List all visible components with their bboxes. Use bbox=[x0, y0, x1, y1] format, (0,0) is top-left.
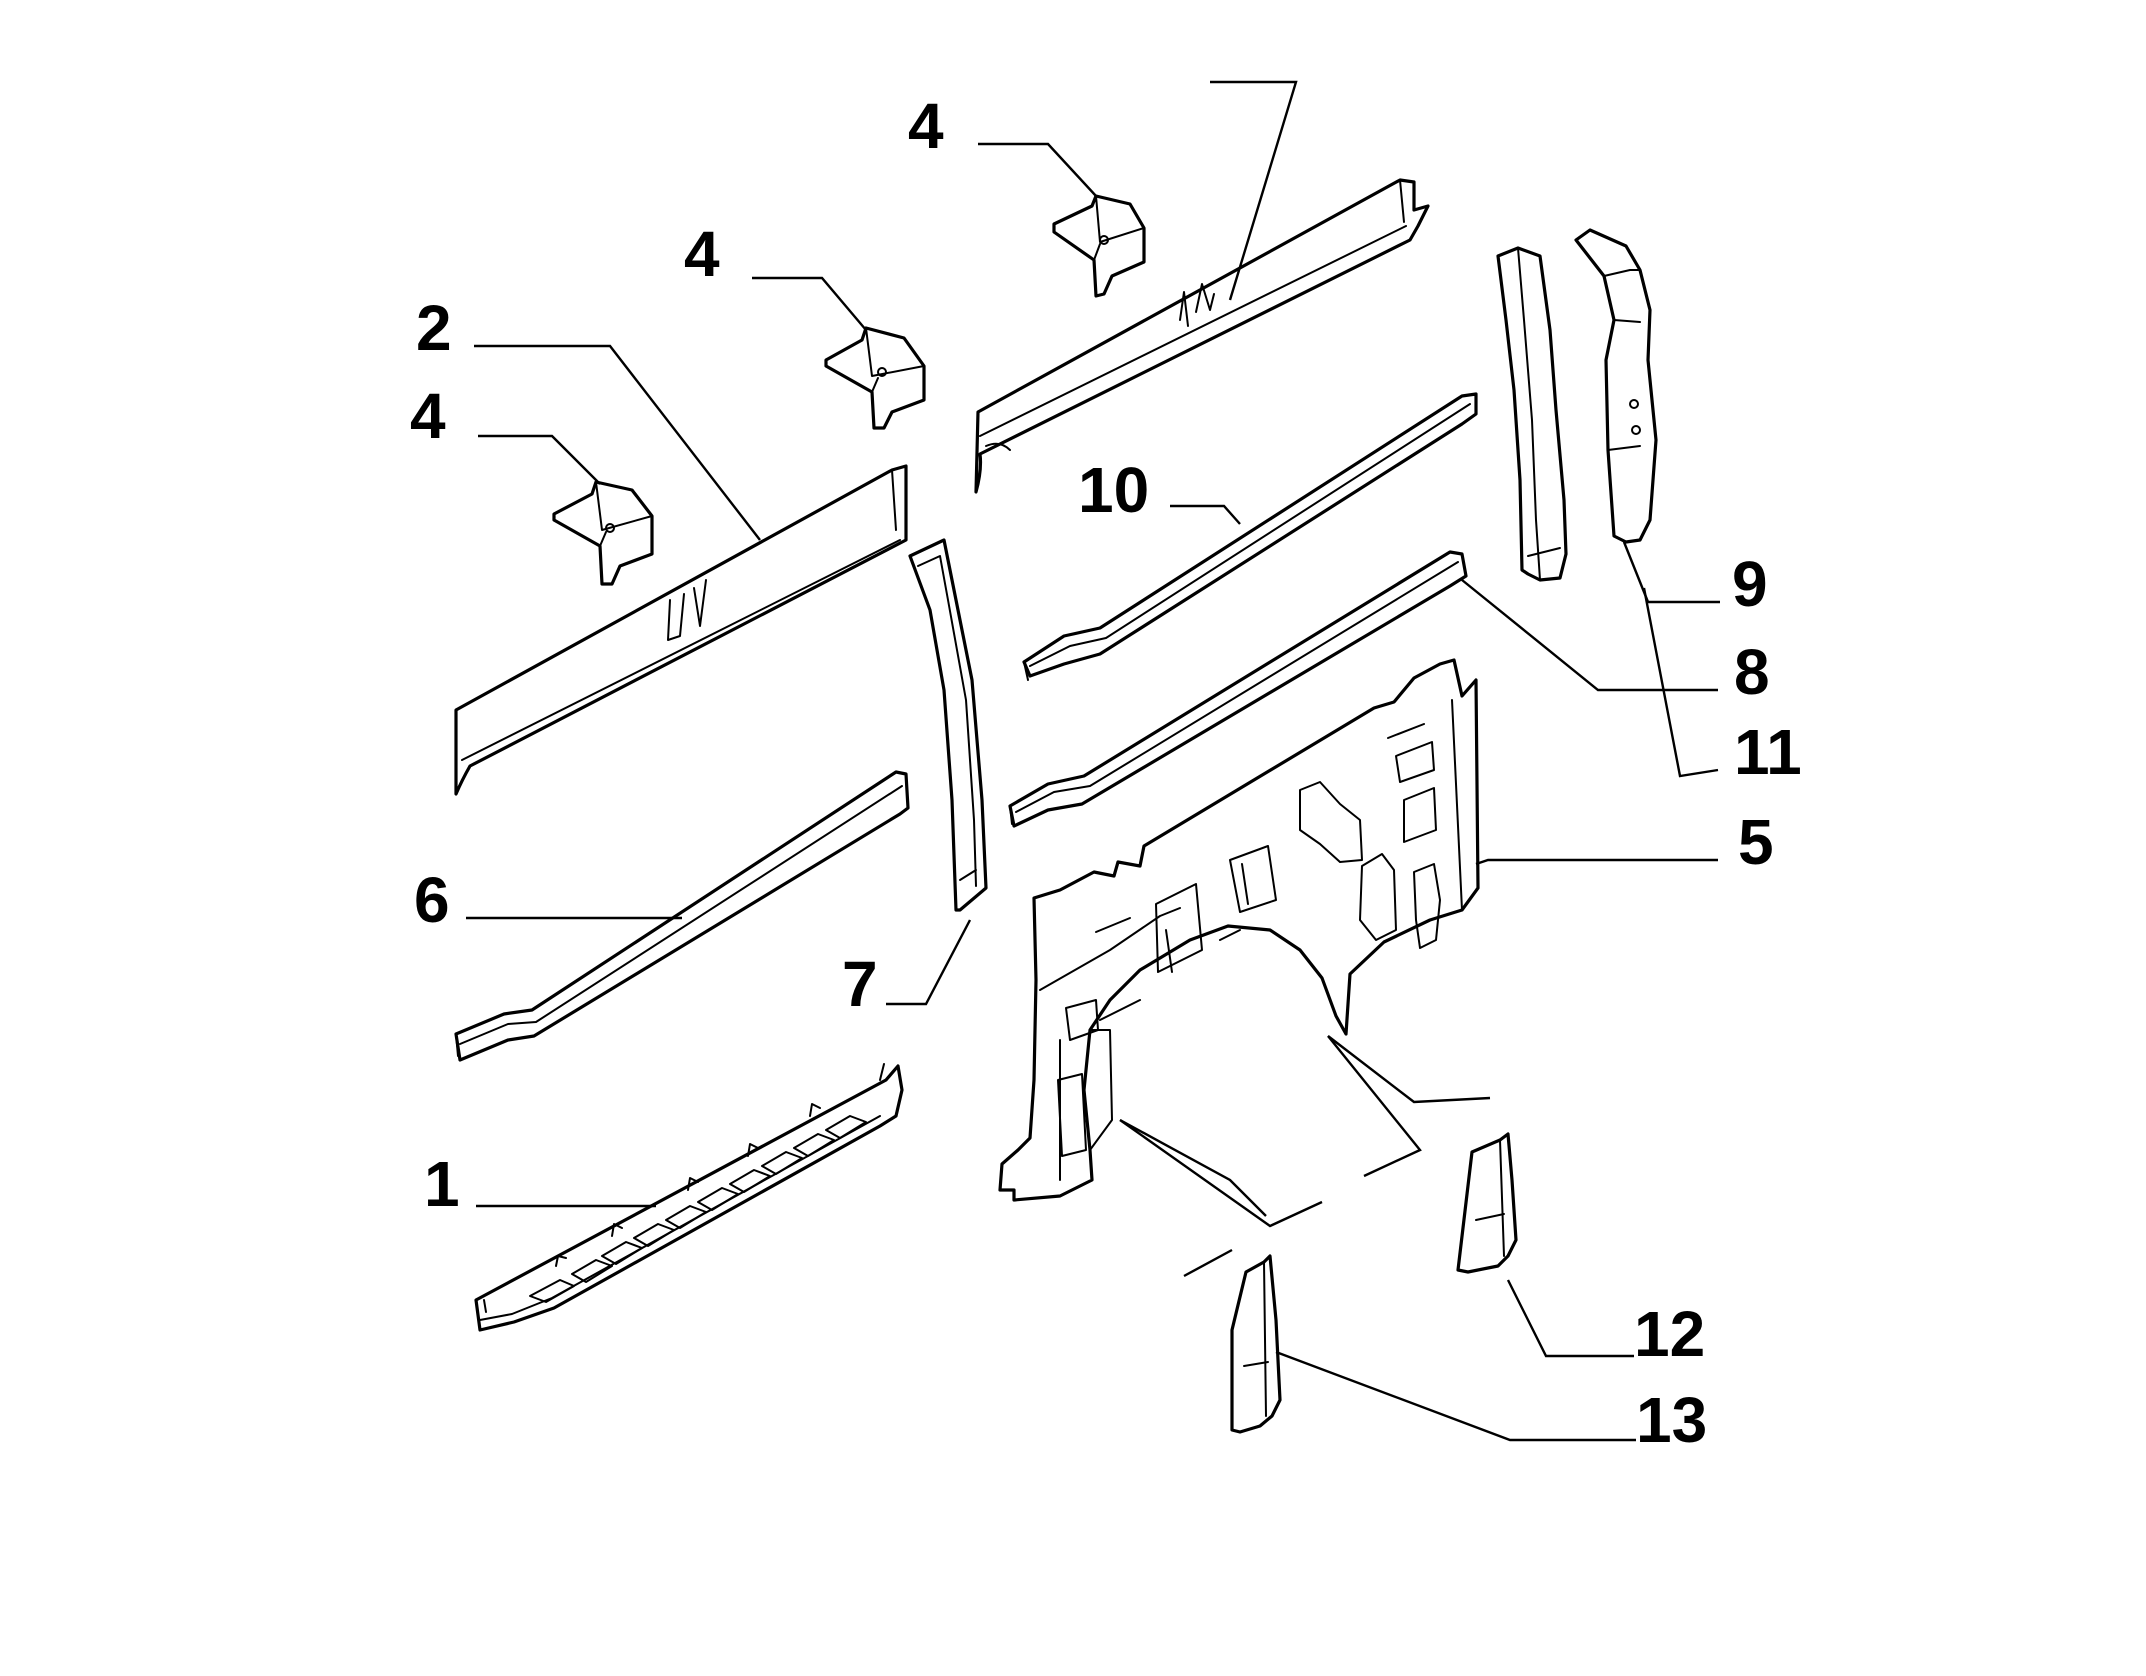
part-rail-10[interactable] bbox=[1022, 392, 1478, 681]
callout-4-left: 4 bbox=[410, 380, 446, 452]
callout-13: 13 bbox=[1636, 1384, 1707, 1456]
part-roof-rail[interactable] bbox=[454, 464, 908, 796]
part-bracket-b[interactable] bbox=[824, 326, 926, 430]
callout-8: 8 bbox=[1734, 636, 1770, 708]
callout-1: 1 bbox=[424, 1148, 460, 1220]
callout-4-top: 4 bbox=[908, 90, 944, 162]
part-rail-6[interactable] bbox=[454, 770, 910, 1062]
part-gusset-13[interactable] bbox=[1230, 1254, 1282, 1434]
leader-lines bbox=[466, 80, 1720, 1442]
part-pillar-9[interactable] bbox=[1574, 228, 1658, 544]
part-sill-1[interactable] bbox=[474, 1063, 904, 1332]
part-bracket-c[interactable] bbox=[552, 480, 654, 586]
callout-5: 5 bbox=[1738, 806, 1774, 878]
callout-9: 9 bbox=[1732, 548, 1768, 620]
part-pillar-7[interactable] bbox=[908, 538, 988, 912]
callout-10: 10 bbox=[1078, 454, 1149, 526]
part-bracket-a[interactable] bbox=[1052, 194, 1146, 298]
callout-6: 6 bbox=[414, 864, 450, 936]
callouts: 4 4 2 4 10 9 8 11 5 6 7 1 12 13 bbox=[410, 90, 1802, 1456]
part-pillar-8[interactable] bbox=[1496, 246, 1568, 582]
part-side-panel-5[interactable] bbox=[998, 658, 1480, 1202]
part-gusset-12[interactable] bbox=[1456, 1132, 1518, 1274]
callout-4-middle: 4 bbox=[684, 218, 720, 290]
callout-7: 7 bbox=[842, 948, 878, 1020]
part-rail-11[interactable] bbox=[1008, 550, 1468, 828]
part-upper-rail[interactable] bbox=[974, 178, 1430, 494]
callout-11: 11 bbox=[1734, 716, 1802, 788]
callout-12: 12 bbox=[1634, 1298, 1705, 1370]
floor-outline bbox=[1119, 1035, 1491, 1278]
callout-2: 2 bbox=[416, 292, 452, 364]
